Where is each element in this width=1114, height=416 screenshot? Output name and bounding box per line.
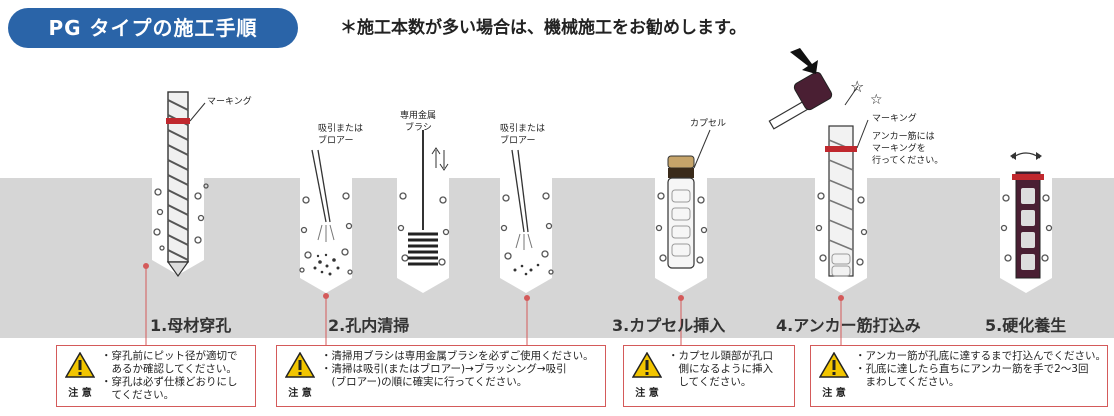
note-line: してください。 <box>668 376 752 388</box>
metal-brush <box>408 130 449 266</box>
note-line: ・アンカー筋が孔底に達するまで打込んでください。 <box>855 350 1103 362</box>
note-line: あるか確認してください。 <box>101 363 237 375</box>
brush-label-a: 専用金属 <box>400 109 436 121</box>
note-line: ・孔底に達したら直ちにアンカー筋を手で2〜3回 <box>855 363 1089 375</box>
drill-bit <box>166 91 206 278</box>
marking-label-1: マーキング <box>207 95 252 107</box>
hammer: ☆ ☆ <box>768 48 883 130</box>
step-label-5: 5.硬化養生 <box>985 316 1067 335</box>
note-line: ・清掃は吸引(またはブロアー)→ブラッシング→吸引 <box>321 363 567 375</box>
anchor-rebar <box>825 119 869 277</box>
caution-note-2: 注 意 ・清掃用ブラシは専用金属ブラシを必ずご使用ください。 ・清掃は吸引(また… <box>276 345 606 407</box>
aggregate-dots <box>153 183 1053 275</box>
caution-note-1: 注 意 ・穿孔前にピット径が適切で あるか確認してください。 ・穿孔は必ず仕様ど… <box>56 345 256 407</box>
note-line: ・穿孔は必ず仕様どおりにし <box>101 376 238 388</box>
anchor-note-c: 行ってください。 <box>872 154 943 166</box>
warning-icon: 注 意 <box>817 351 851 399</box>
step-label-4: 4.アンカー筋打込み <box>776 316 921 335</box>
suction-label-2a: 吸引または <box>500 123 545 134</box>
svg-text:☆: ☆ <box>850 77 864 96</box>
warning-icon: 注 意 <box>283 351 317 399</box>
note-line: ・清掃用ブラシは専用金属ブラシを必ずご使用ください。 <box>321 350 594 362</box>
capsule <box>667 129 711 269</box>
header-note: ＊施工本数が多い場合は、機械施工をお勧めします。 <box>340 18 747 38</box>
caution-note-4: 注 意 ・アンカー筋が孔底に達するまで打込んでください。 ・孔底に達したら直ちに… <box>810 345 1108 407</box>
step-label-2: 2.孔内清掃 <box>328 316 410 335</box>
anchor-note-a: アンカー筋には <box>872 130 935 142</box>
note-line: てください。 <box>101 389 175 401</box>
note-line: ・穿孔前にピット径が適切で <box>101 350 238 362</box>
step-label-1: 1.母材穿孔 <box>150 316 232 335</box>
caution-label: 注 意 <box>635 388 659 399</box>
suction-nozzle-2 <box>511 149 540 276</box>
marking-label-2: マーキング <box>872 112 917 124</box>
caution-note-3: 注 意 ・カプセル頭部が孔口 側になるように挿入 してください。 <box>623 345 795 407</box>
warning-icon: 注 意 <box>63 351 97 399</box>
suction-label-2b: ブロアー <box>500 134 535 146</box>
note-line: まわしてください。 <box>855 376 960 388</box>
note-line: 側になるように挿入 <box>668 363 773 375</box>
page-title: PG タイプの施工手順 <box>8 8 298 48</box>
capsule-label: カプセル <box>690 118 726 129</box>
anchor-note-b: マーキングを <box>872 142 926 154</box>
caution-label: 注 意 <box>288 388 312 399</box>
brush-label-b: ブラシ <box>405 121 432 133</box>
warning-icon: 注 意 <box>630 351 664 399</box>
pointer-lines <box>143 263 844 345</box>
step-label-3: 3.カプセル挿入 <box>612 316 726 335</box>
suction-label-1b: ブロアー <box>318 134 353 146</box>
suction-label-1a: 吸引または <box>318 123 363 134</box>
note-line: ・カプセル頭部が孔口 <box>668 350 773 362</box>
caution-label: 注 意 <box>822 388 846 399</box>
caution-label: 注 意 <box>68 388 92 399</box>
note-line: (ブロアー)の順に確実に行ってください。 <box>321 376 528 388</box>
suction-nozzle-1 <box>311 149 340 276</box>
cured-anchor <box>1010 152 1044 279</box>
svg-text:☆: ☆ <box>870 92 883 108</box>
